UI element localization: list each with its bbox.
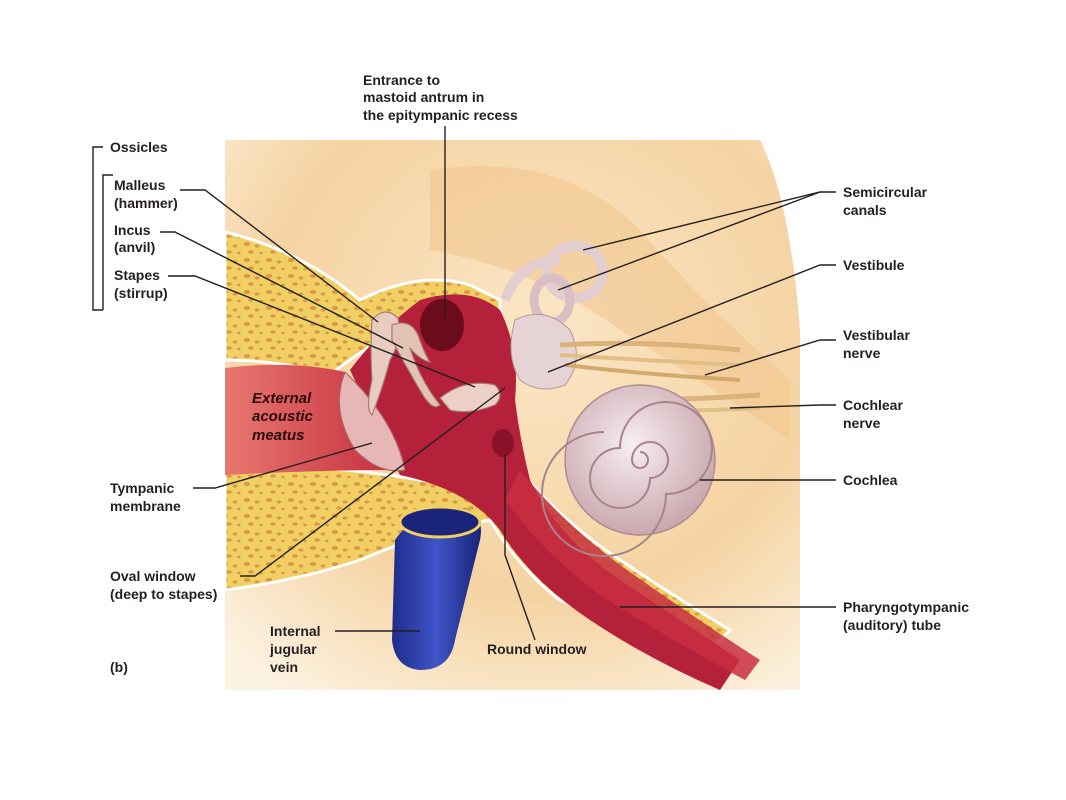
incus-bone [391,322,441,408]
label-ossicles: Ossicles [110,139,168,155]
label-vestibule: Vestibule [843,257,905,273]
vein-opening [398,505,482,539]
label-round-window: Round window [487,641,587,657]
label-incus: Incus (anvil) [114,222,155,255]
label-oval-window: Oval window (deep to stapes) [110,568,217,602]
label-malleus: Malleus (hammer) [114,177,178,211]
cochlea [541,384,716,557]
pharyngotympanic-tube [505,470,760,680]
label-pharyngotympanic-tube: Pharyngotympanic (auditory) tube [843,599,973,633]
semicircular-canals [500,241,608,327]
malleus-bone [367,311,400,416]
ossicles-subbracket [102,174,113,310]
ossicles-bracket [92,146,103,311]
leader-lines [160,126,836,641]
label-semicircular-canals: Semicircular canals [843,184,931,218]
vestibule [510,313,577,390]
label-external-acoustic-meatus: External acoustic meatus [252,390,317,444]
ossicles-group [367,311,501,416]
tympanic-membrane [338,370,406,472]
label-vestibular-nerve: Vestibular nerve [843,327,914,361]
round-window [492,429,514,457]
skull-shadow [430,166,790,440]
mastoid-antrum-entrance [420,299,464,351]
label-internal-jugular-vein: Internal jugular vein [269,623,324,675]
label-entrance: Entrance to mastoid antrum in the epitym… [363,72,518,123]
label-panel: (b) [110,659,128,675]
label-cochlea: Cochlea [843,472,898,488]
label-tympanic-membrane: Tympanic membrane [110,480,181,514]
label-cochlear-nerve: Cochlear nerve [843,397,907,431]
internal-jugular-vein [392,507,481,670]
label-stapes: Stapes (stirrup) [114,267,168,301]
